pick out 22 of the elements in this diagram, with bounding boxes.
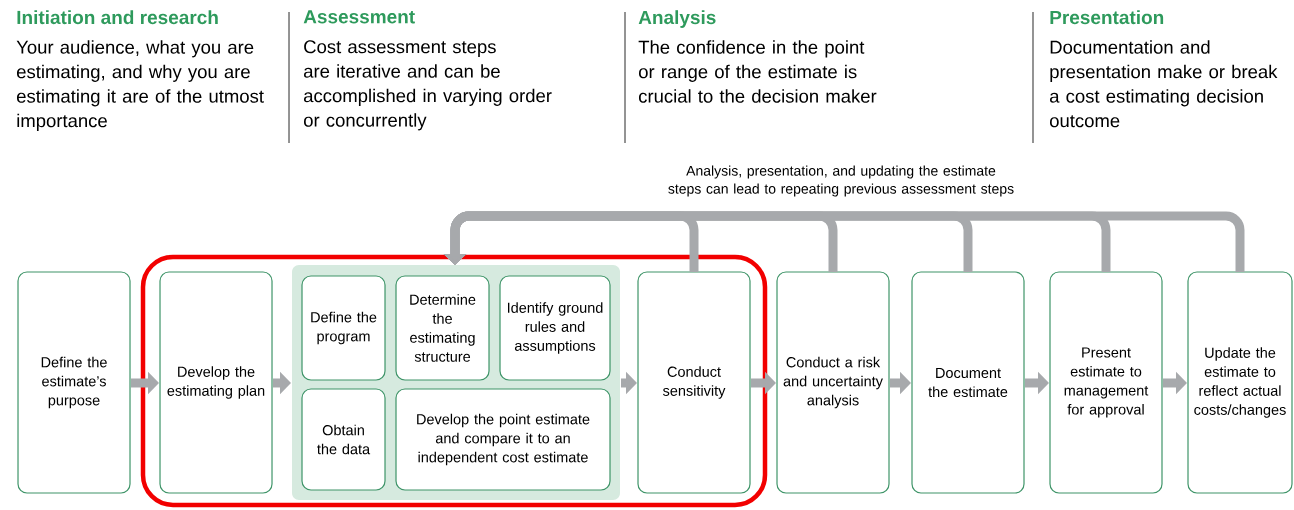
phase-heading: Assessment <box>303 10 415 24</box>
step-box: Document the estimate <box>911 271 1025 494</box>
substep-box: Determine the estimating structure <box>395 275 490 381</box>
phase-heading: Analysis <box>638 10 716 28</box>
substep-box: Define the program <box>301 275 386 381</box>
substep-box: Develop the point estimate and compare it to an independent cost estimate <box>395 388 611 491</box>
step-box: Update the estimate to reflect actual costs/changes <box>1187 271 1293 494</box>
step-box: Conduct sensitivity <box>637 271 751 494</box>
phase-description: Cost assessment steps are iterative and can be accomplished in varying order or concurrently <box>304 40 552 131</box>
step-box: Define the estimate’s purpose <box>17 271 131 494</box>
phase-description: The confidence in the point or range of the estimate is crucial to the decision maker <box>638 40 877 103</box>
phase-description: Documentation and presentation make or break a cost estimating decision outcome <box>1050 40 1278 128</box>
highlight-frame <box>140 254 768 508</box>
step-box: Develop the estimating plan <box>159 271 273 494</box>
substep-box: Identify ground rules and assumptions <box>499 275 611 381</box>
phase-description: Your audience, what you are estimating, and why you are estimating it are of the utmost importance <box>16 40 264 131</box>
phase-heading: Initiation and research <box>17 10 218 25</box>
substep-box: Obtain the data <box>301 388 386 491</box>
step-box: Conduct a risk and uncertainty analysis <box>776 271 890 494</box>
phase-heading: Presentation <box>1050 10 1164 25</box>
note-text: Analysis, presentation, and updating the estimate steps can lead to repeating previous assessment steps <box>668 165 1014 197</box>
step-box: Present estimate to management for approval <box>1049 271 1163 494</box>
